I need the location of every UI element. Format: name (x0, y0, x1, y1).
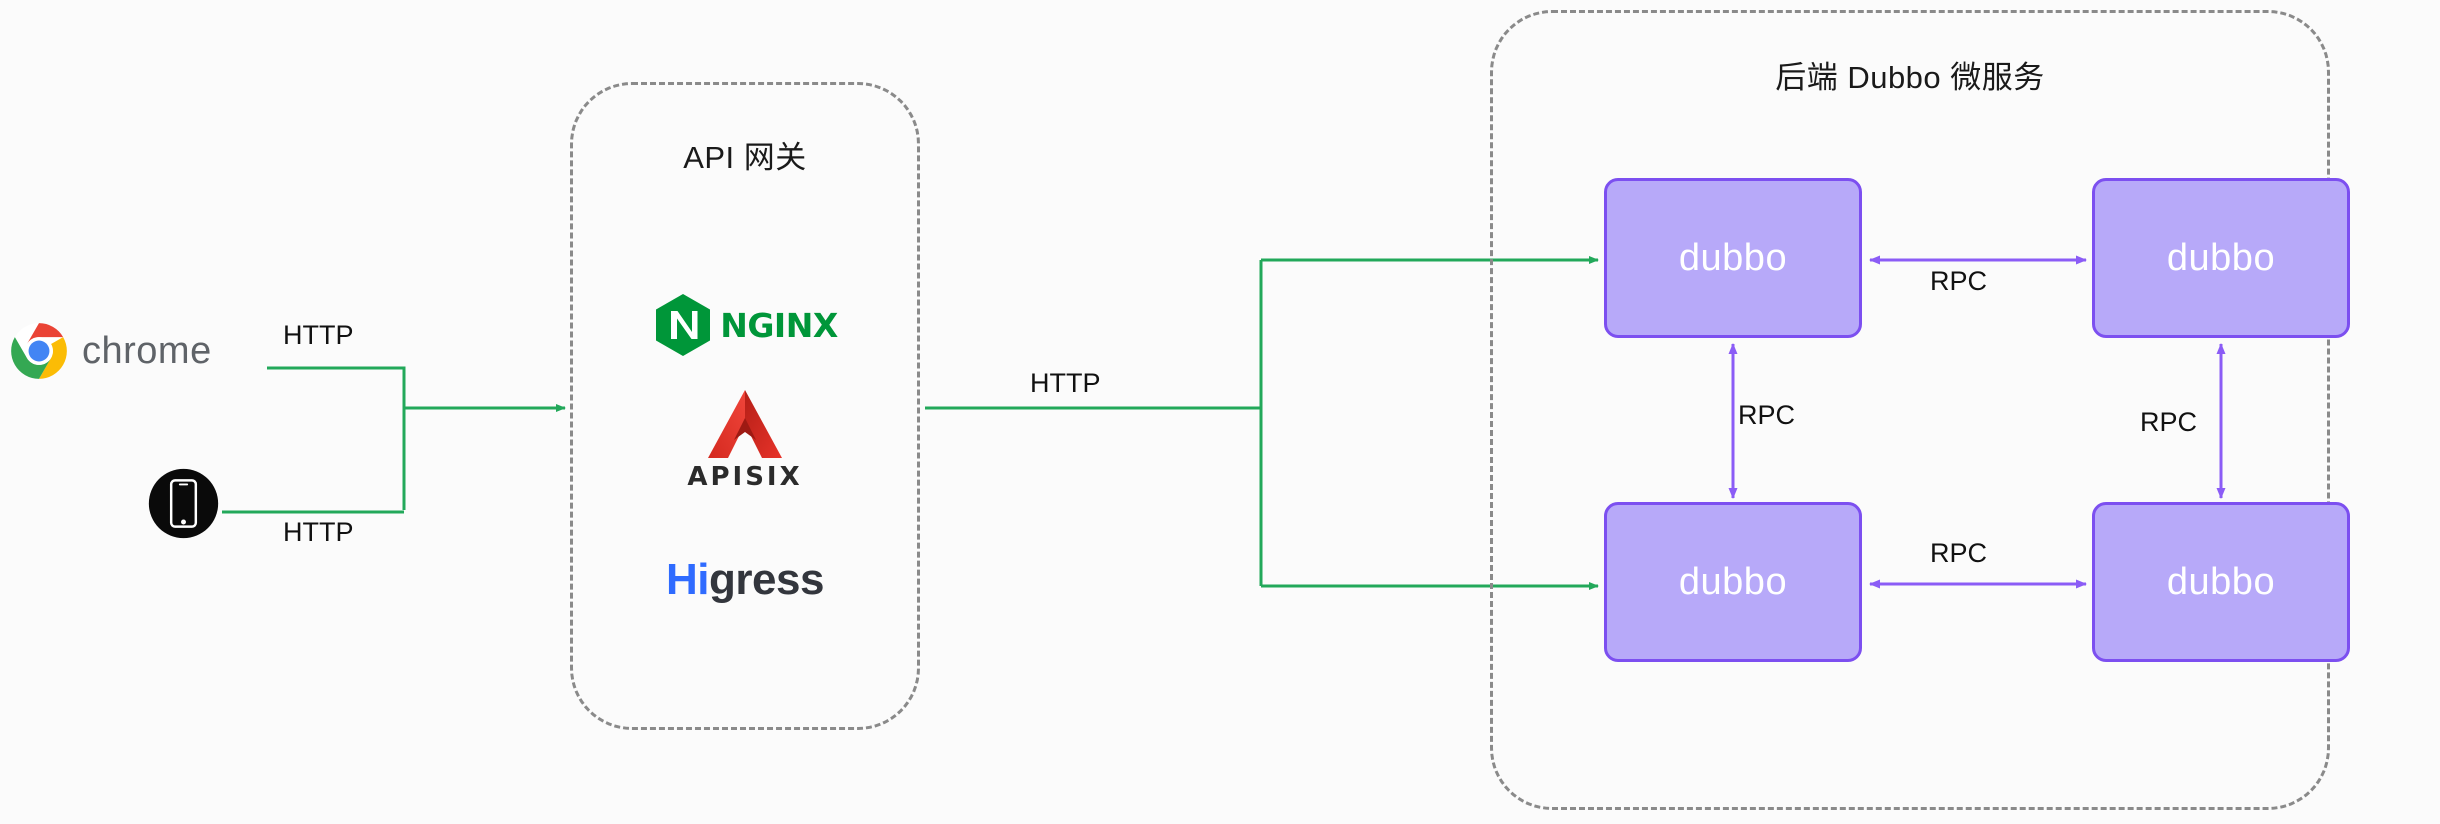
apisix-wordmark: APISIX (687, 462, 803, 492)
edge-label-rpc-left: RPC (1738, 400, 1796, 430)
higress-wordmark: Higress (666, 555, 824, 605)
nginx-mark-icon (656, 294, 711, 356)
dubbo-node-bottom-right[interactable]: dubbo (2092, 502, 2350, 662)
dubbo-node-top-left[interactable]: dubbo (1604, 178, 1862, 338)
nginx-wordmark: NGINX (720, 305, 838, 345)
dubbo-node-bottom-left[interactable]: dubbo (1604, 502, 1862, 662)
apisix-logo: APISIX (570, 388, 920, 492)
dubbo-node-label: dubbo (1678, 560, 1788, 603)
dubbo-node-label: dubbo (1678, 236, 1788, 279)
nginx-logo: NGINX (570, 292, 920, 358)
edge-label-http-gateway: HTTP (1030, 368, 1101, 398)
edge-label-http-mobile: HTTP (283, 517, 354, 547)
dubbo-node-top-right[interactable]: dubbo (2092, 178, 2350, 338)
edge-label-rpc-bottom: RPC (1930, 538, 1988, 568)
client-mobile (145, 465, 222, 547)
higress-logo: Higress (570, 548, 920, 612)
backend-dubbo-title: 后端 Dubbo 微服务 (1775, 60, 2045, 95)
api-gateway-group (570, 82, 920, 730)
edge-chrome-http (267, 366, 406, 510)
api-gateway-title: API 网关 (683, 140, 807, 175)
chrome-logo-icon (11, 323, 67, 379)
higress-accent: Hi (666, 555, 710, 604)
dubbo-node-label: dubbo (2166, 236, 2276, 279)
dubbo-node-label: dubbo (2166, 560, 2276, 603)
edge-label-rpc-top: RPC (1930, 266, 1988, 296)
mobile-phone-icon (148, 468, 219, 539)
edge-label-http-chrome: HTTP (283, 320, 354, 350)
client-chrome: chrome (10, 322, 212, 380)
chrome-label: chrome (82, 329, 212, 372)
apisix-mark-icon (708, 390, 782, 458)
edge-label-rpc-right: RPC (2140, 407, 2198, 437)
backend-dubbo-group (1490, 10, 2330, 810)
higress-rest: gress (709, 555, 824, 604)
